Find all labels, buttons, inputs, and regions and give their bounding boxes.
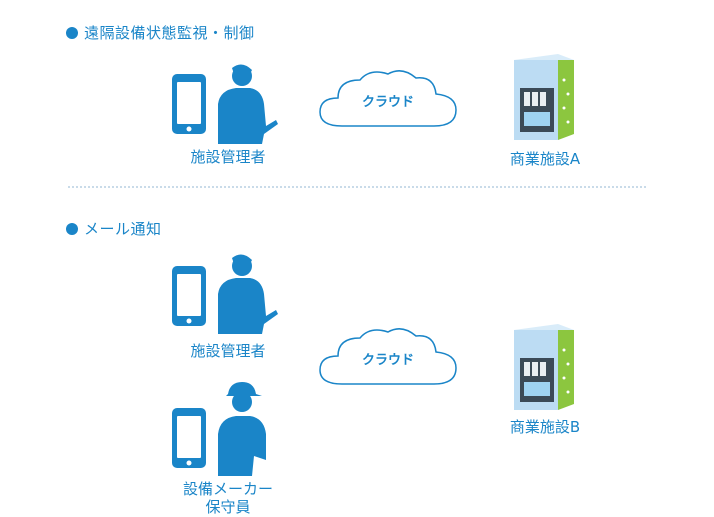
building-icon [514,324,574,410]
facility-building-b [508,320,580,412]
bullet-dot-icon [66,26,78,39]
cloud-label: クラウド [362,353,414,368]
cloud-icon: クラウド [319,70,457,127]
maintenance-label-line1: 設備メーカー [182,480,273,498]
facility-a-label: 商業施設A [509,150,581,168]
cloud-2: クラウド [316,324,460,392]
smartphone-person-icon [172,254,278,334]
facility-manager-label: 施設管理者 [190,148,266,166]
section-heading-remote-monitoring: 遠隔設備状態監視・制御 [66,22,255,43]
cloud-1: クラウド [316,66,460,134]
facility-manager-figure [170,64,280,144]
section-divider [68,186,646,188]
facility-manager-figure-2 [170,254,280,334]
bullet-dot-icon [66,222,78,235]
maintenance-worker-label: 設備メーカー 保守員 [160,480,296,516]
section-heading-text: メール通知 [84,220,162,238]
smartphone-person-icon [172,64,278,144]
cloud-label: クラウド [362,95,414,110]
facility-b-label: 商業施設B [509,418,581,436]
maintenance-worker-figure [170,380,280,476]
building-icon [514,54,574,140]
facility-manager-label-2: 施設管理者 [190,342,266,360]
section-heading-text: 遠隔設備状態監視・制御 [84,24,255,42]
maintenance-label-line2: 保守員 [205,498,251,516]
cloud-icon: クラウド [319,328,457,385]
smartphone-worker-icon [172,382,266,476]
facility-building-a [508,50,580,142]
section-heading-email-notification: メール通知 [66,218,162,239]
